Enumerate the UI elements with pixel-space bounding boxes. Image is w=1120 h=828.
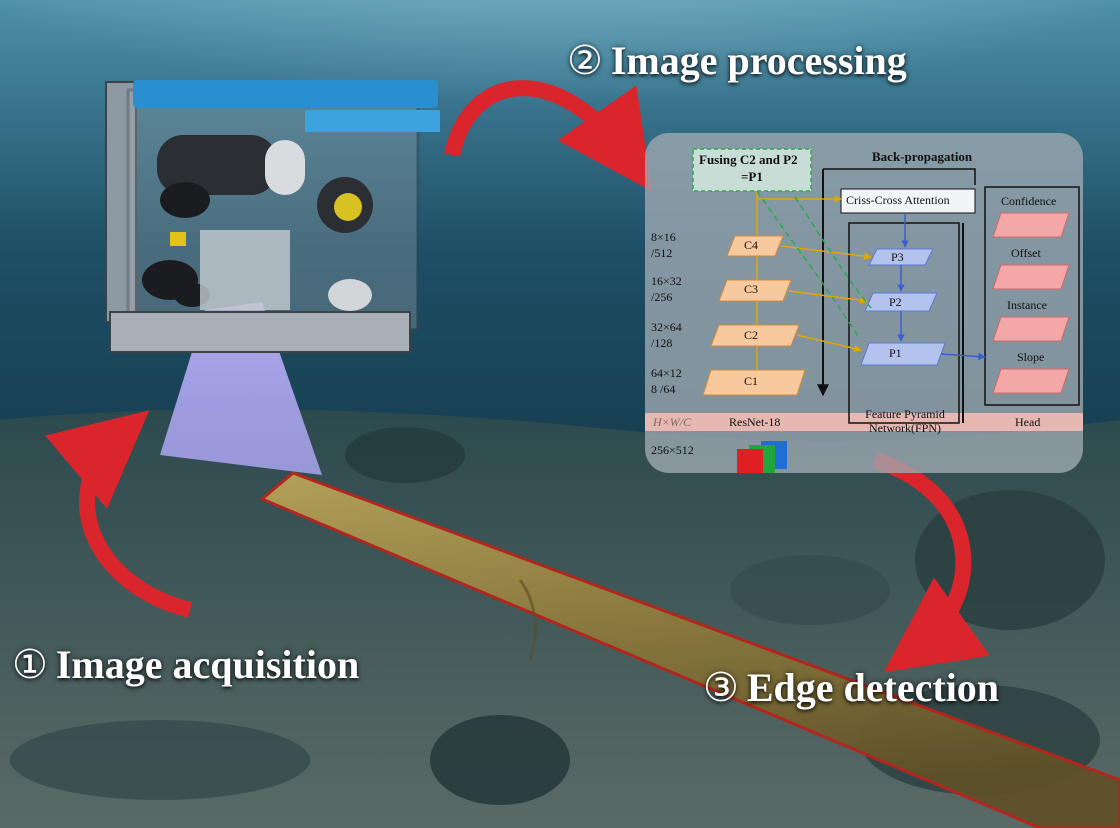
fusing-box [692, 148, 812, 192]
fpn-layer-p2: P2 [889, 295, 902, 309]
head-slab-instance [992, 316, 1070, 342]
backbone-slab-c3 [718, 279, 792, 302]
backbone-slab-c1 [702, 369, 806, 396]
stage-label: Image acquisition [55, 642, 360, 687]
stage-number: ① [12, 642, 48, 687]
shape-band [645, 413, 1083, 431]
input-channel-red [737, 449, 763, 473]
backbone-layer-c4: C4 [744, 238, 759, 252]
fpn-layer-p3: P3 [891, 250, 904, 264]
head-slab-confidence [992, 212, 1070, 238]
fusing-label: Fusing C2 and P2 [699, 152, 798, 167]
stage-label: Edge detection [746, 665, 1000, 710]
attention-label: Criss-Cross Attention [846, 193, 950, 207]
head-slab-slope [992, 368, 1070, 394]
rov-vehicle [105, 80, 440, 353]
head-frame [984, 186, 1080, 406]
arrow-processing-to-detection [872, 452, 990, 673]
feature-dim-c4: 8×16/512 [651, 230, 676, 260]
input-size-label: 256×512 [651, 443, 694, 457]
feature-dim-c3: 16×32/256 [651, 274, 682, 304]
stage-number: ② [567, 38, 603, 83]
backprop-label: Back-propagation [872, 149, 973, 164]
fpn-layer-p1: P1 [889, 346, 902, 360]
head-output-confidence: Confidence [1001, 194, 1057, 208]
backbone-label: ResNet-18 [729, 415, 781, 429]
fpn-slab-p1 [860, 342, 946, 366]
arrow-acquisition-to-processing [444, 80, 653, 192]
backbone-layer-c2: C2 [744, 328, 759, 342]
fusing-result-label: =P1 [741, 169, 763, 184]
head-output-offset: Offset [1011, 246, 1041, 260]
feature-dim-c2: 32×64/128 [651, 320, 682, 350]
backbone-slab-c2 [710, 324, 800, 347]
head-output-instance: Instance [1007, 298, 1047, 312]
network-architecture-panel: Fusing C2 and P2 =P1 Back-propagation Cr… [645, 133, 1083, 473]
head-slab-offset [992, 264, 1070, 290]
pipeline [259, 471, 1120, 828]
arrow-seabed-to-camera [45, 410, 192, 618]
backbone-slab-c4 [726, 235, 784, 257]
head-label: Head [1015, 415, 1041, 429]
backbone-layer-c1: C1 [744, 374, 759, 388]
stage-label: Image processing [610, 38, 907, 83]
backbone-layer-c3: C3 [744, 282, 759, 296]
head-output-slope: Slope [1017, 350, 1045, 364]
shape-label: H×W/C [653, 415, 692, 429]
stage-number: ③ [703, 665, 739, 710]
